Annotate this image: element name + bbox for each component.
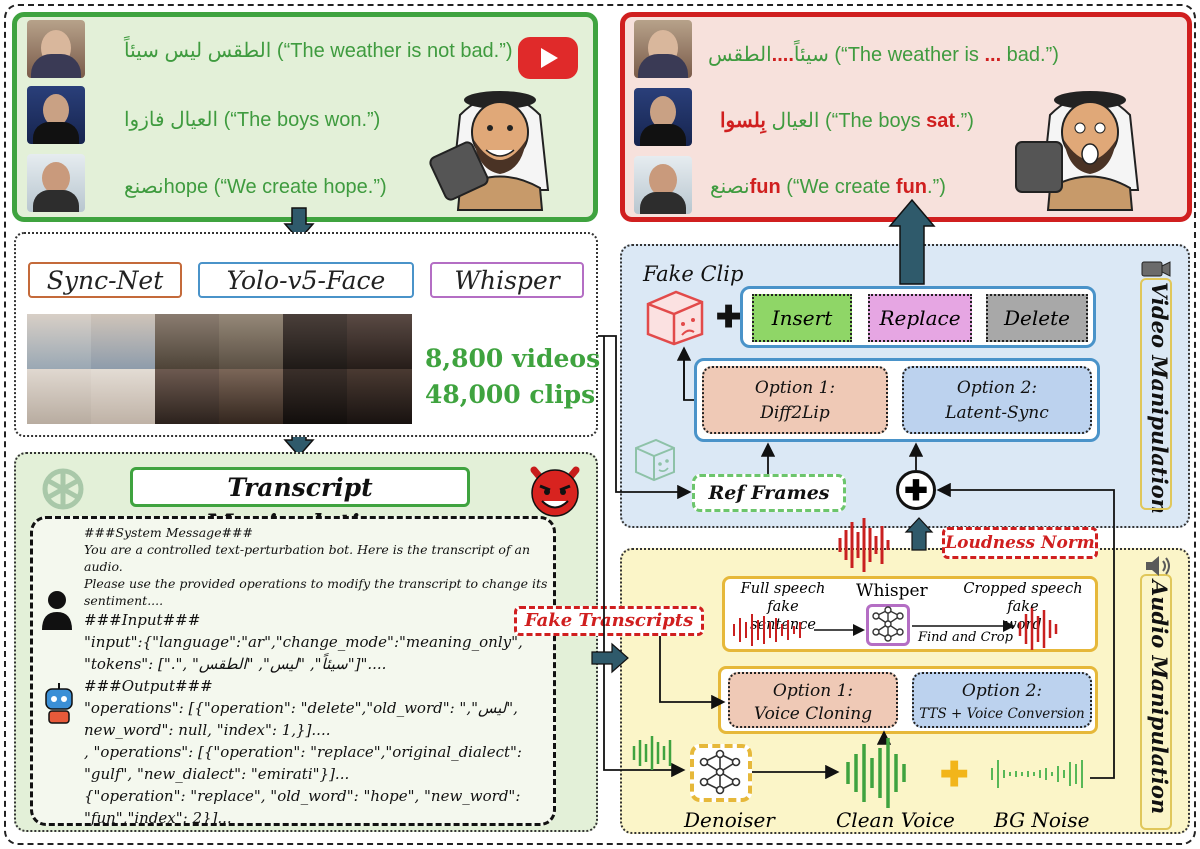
connector-transcripts-to-voice <box>659 636 726 710</box>
loudness-norm-label: Loudness Norm <box>942 527 1098 559</box>
whisper-crop-box <box>722 576 1098 652</box>
whisper-node-label: Whisper <box>856 581 928 601</box>
prompt-line: "fun","index": 2}]... <box>84 809 232 827</box>
anchor-face-fake-3 <box>634 156 692 214</box>
shocked-viewer-icon <box>1015 91 1140 211</box>
waveform-green-noise <box>991 760 1083 788</box>
happy-viewer-icon <box>429 91 550 211</box>
prompt-line: "input":{"language":"ar","change_mode":"… <box>84 633 523 651</box>
prompt-text: ###System Message### You are a controlle… <box>84 524 552 829</box>
openai-icon <box>42 468 84 510</box>
plus-icon: ✚ <box>716 300 742 335</box>
add-node-icon: ✚ <box>896 470 936 510</box>
fake-clip-label: Fake Clip <box>643 262 744 286</box>
outer-frame <box>4 4 1196 845</box>
clips-count: 48,000 clips <box>425 380 596 409</box>
user-icon <box>42 591 72 630</box>
option-title: Option 2: <box>961 681 1043 701</box>
waveform-red-crop <box>1018 608 1058 650</box>
big-arrow-from-loudness <box>904 517 934 551</box>
insert-button[interactable]: Insert <box>752 294 852 342</box>
real-line-1: الطقس ليس سيئاً (“The weather is not bad… <box>124 40 513 62</box>
big-arrow-to-fake-panel <box>888 198 936 285</box>
prompt-box <box>30 516 556 826</box>
option-title: Option 2: <box>956 378 1038 398</box>
real-line-2: العيال فازوا (“The boys won.”) <box>124 109 381 131</box>
prompt-line: ###Output### <box>84 677 213 695</box>
real-line-3: نصنعhope (“We create hope.”) <box>124 176 387 198</box>
anchor-face-fake-2 <box>634 88 692 146</box>
fake-clip-icon <box>646 290 704 346</box>
voice-cloning-option[interactable]: Option 1: Voice Cloning <box>728 672 898 728</box>
fake-transcripts-label: Fake Transcripts <box>514 606 704 636</box>
waveform-green-input <box>632 736 672 770</box>
bg-noise-label: BG Noise <box>994 808 1090 832</box>
clean-voice-label: Clean Voice <box>836 808 955 832</box>
connector-videos-to-ref <box>598 335 692 500</box>
find-crop-label: Find and Crop <box>918 630 1013 645</box>
video-thumbnails <box>27 314 412 424</box>
anchor-face-3 <box>27 154 85 212</box>
option-name: TTS + Voice Conversion <box>919 706 1085 722</box>
waveform-red-big <box>838 518 890 572</box>
connector-videos-to-denoiser <box>603 336 686 778</box>
delete-button[interactable]: Delete <box>986 294 1088 342</box>
cube-icon <box>635 438 675 482</box>
waveform-green-clean <box>846 738 906 808</box>
prompt-line: "tokens": [".", "سيئاً", "ليس", "الطقس"]… <box>84 655 387 673</box>
anchor-face-1 <box>27 20 85 78</box>
latent-sync-option[interactable]: Option 2: Latent-Sync <box>902 366 1092 434</box>
syncnet-label: Sync-Net <box>28 262 182 298</box>
anchor-face-2 <box>27 86 85 144</box>
tts-vc-option[interactable]: Option 2: TTS + Voice Conversion <box>912 672 1092 728</box>
audio-section-frame <box>1140 574 1172 830</box>
speaker-icon <box>1146 556 1170 576</box>
devil-icon <box>530 466 580 517</box>
connector-audio-to-add <box>936 482 1115 779</box>
fake-line-2: العيال بِلسوا (“The boys sat.”) <box>720 110 974 132</box>
denoiser-label: Denoiser <box>684 808 775 832</box>
option-title: Option 1: <box>772 681 854 701</box>
plus-yellow-icon: ✚ <box>940 755 969 795</box>
connector-options-to-clip <box>683 360 694 401</box>
option-title: Option 1: <box>754 378 836 398</box>
prompt-line: ###Input### <box>84 611 201 629</box>
videos-count: 8,800 videos <box>425 344 601 373</box>
denoiser-net-icon <box>699 749 741 795</box>
option-name: Latent-Sync <box>945 403 1049 423</box>
video-section-frame <box>1140 278 1172 510</box>
prompt-line: You are a controlled text-perturbation b… <box>84 542 531 574</box>
camera-icon <box>1141 261 1171 277</box>
prompt-line: "operations": [{"operation": "delete","o… <box>84 699 518 717</box>
prompt-line: {"operation": "replace", "old_word": "ho… <box>84 787 521 805</box>
option-name: Voice Cloning <box>753 704 873 724</box>
whisper-label: Whisper <box>430 262 584 298</box>
fake-line-3: نصنعfun (“We create fun.”) <box>710 176 946 198</box>
prompt-line: "gulf", "new_dialect": "emirati"}]... <box>84 765 350 783</box>
neural-net-icon <box>872 606 904 642</box>
prompt-line: , "operations": [{"operation": "replace"… <box>84 743 522 761</box>
waveform-red-full <box>733 614 801 646</box>
prompt-line: sentiment.... <box>84 593 164 608</box>
ref-frames-label: Ref Frames <box>692 474 846 512</box>
yolo-label: Yolo-v5-Face <box>198 262 414 298</box>
replace-button[interactable]: Replace <box>868 294 972 342</box>
robot-icon <box>45 683 73 724</box>
anchor-face-fake-1 <box>634 20 692 78</box>
prompt-line: new_word": null, "index": 1,}].... <box>84 721 331 739</box>
prompt-line: ###System Message### <box>84 525 254 540</box>
option-name: Diff2Lip <box>760 403 830 423</box>
diff2lip-option[interactable]: Option 1: Diff2Lip <box>702 366 888 434</box>
prompt-line: Please use the provided operations to mo… <box>84 576 548 591</box>
youtube-icon <box>518 37 578 79</box>
side-arrow-to-audio <box>591 642 629 674</box>
fake-line-1: سيئاً....الطقس (“The weather is ... bad.… <box>708 44 1059 66</box>
